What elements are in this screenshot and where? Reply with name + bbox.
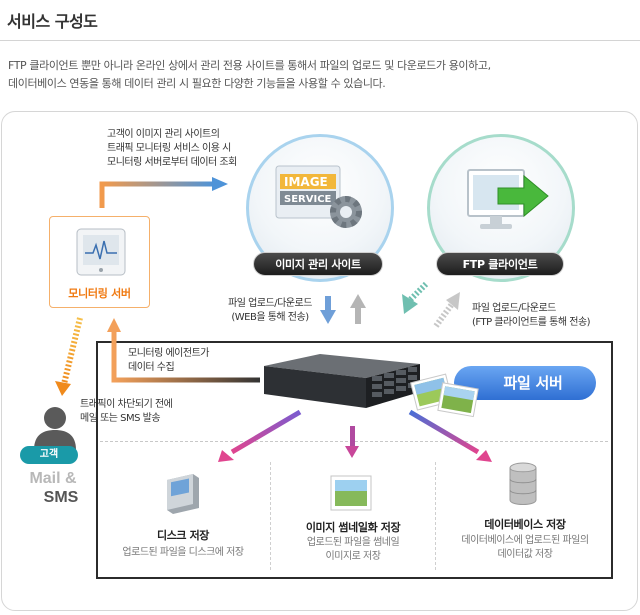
agent-collect-line-2: 데이터 수집 [128, 362, 175, 373]
green-arrow-icon [497, 174, 549, 218]
traffic-query-line-2: 트래픽 모니터링 서비스 이용 시 [107, 143, 231, 154]
feature-disk-title: 디스크 저장 [156, 529, 210, 542]
feature-disk-desc: 업로드된 파일을 디스크에 저장 [108, 546, 258, 560]
title-divider [0, 40, 640, 41]
server-rack-icon [264, 354, 420, 408]
traffic-query-line-1: 고객이 이미지 관리 사이트의 [107, 129, 220, 140]
image-logo-line2: SERVICE [284, 194, 332, 205]
monitoring-server-box: 모니터링 서버 [49, 216, 150, 308]
query-arrow [99, 181, 214, 208]
ftp-upload-line-2: (FTP 클라이언트를 통해 전송) [472, 317, 591, 328]
photo-icon [410, 373, 479, 418]
web-upload-note: 파일 업로드/다운로드 (WEB을 통해 전송) [220, 297, 320, 325]
thumbnail-arrow [350, 426, 355, 448]
page-title: 서비스 구성도 [7, 12, 98, 31]
ftp-upload-note: 파일 업로드/다운로드 (FTP 클라이언트를 통해 전송) [472, 302, 591, 330]
feature-separator-2 [435, 462, 436, 570]
image-site-label[interactable]: 이미지 관리 사이트 [253, 252, 383, 276]
feature-database-title: 데이터베이스 저장 [484, 518, 566, 531]
agent-collect-line-1: 모니터링 에이전트가 [128, 348, 209, 359]
feature-thumbnail-title: 이미지 썸네일화 저장 [305, 521, 401, 534]
feature-thumbnail-desc-line-1: 업로드된 파일을 썸네일 [306, 537, 400, 548]
customer-badge: 고객 [20, 446, 78, 464]
sms-label: SMS [43, 489, 79, 506]
alert-note: 트래픽이 차단되기 전에 메일 또는 SMS 발송 [80, 398, 173, 426]
monitoring-server-label: 모니터링 서버 [68, 287, 131, 300]
monitor-icon [76, 228, 126, 276]
thumbnail-icon [330, 475, 372, 511]
agent-arrow [111, 330, 260, 383]
database-icon [509, 462, 537, 505]
ftp-up-arrow [433, 302, 455, 328]
feature-database-desc: 데이터베이스에 업로드된 파일의 데이터값 저장 [452, 534, 598, 562]
person-icon [34, 407, 76, 450]
image-service-icon: IMAGE SERVICE [275, 165, 362, 228]
web-down-arrow [325, 296, 331, 312]
traffic-query-line-3: 모니터링 서버로부터 데이터 조회 [107, 157, 237, 168]
feature-database-desc-line-1: 데이터베이스에 업로드된 파일의 [461, 535, 589, 546]
database-arrow [408, 409, 480, 455]
feature-thumbnail-desc-line-2: 이미지로 저장 [325, 551, 381, 562]
alert-arrow [61, 317, 83, 385]
ftp-monitor-icon [467, 169, 549, 229]
file-server-label[interactable]: 파일 서버 [454, 366, 596, 400]
web-upload-line-1: 파일 업로드/다운로드 [228, 298, 312, 309]
alert-line-2: 메일 또는 SMS 발송 [80, 413, 161, 424]
disk-icon [167, 474, 199, 514]
ftp-client-label[interactable]: FTP 클라이언트 [436, 252, 564, 276]
alert-line-1: 트래픽이 차단되기 전에 [80, 399, 173, 410]
gear-icon [330, 196, 362, 228]
traffic-query-note: 고객이 이미지 관리 사이트의 트래픽 모니터링 서비스 이용 시 모니터링 서… [107, 128, 237, 170]
mail-label: Mail & [29, 470, 77, 487]
feature-thumbnail-desc: 업로드된 파일을 썸네일 이미지로 저장 [286, 536, 420, 564]
ftp-upload-line-1: 파일 업로드/다운로드 [472, 303, 556, 314]
image-logo-line1: IMAGE [284, 175, 328, 189]
web-upload-line-2: (WEB을 통해 전송) [231, 312, 309, 323]
web-up-arrow [355, 306, 361, 324]
intro-text: FTP 클라이언트 뿐만 아니라 온라인 상에서 관리 전용 사이트를 통해서 … [8, 57, 491, 93]
feature-disk-desc-line-1: 업로드된 파일을 디스크에 저장 [122, 547, 244, 558]
agent-collect-note: 모니터링 에이전트가 데이터 수집 [128, 347, 209, 375]
feature-separator-1 [270, 462, 271, 570]
intro-line-1: FTP 클라이언트 뿐만 아니라 온라인 상에서 관리 전용 사이트를 통해서 … [8, 59, 491, 72]
intro-line-2: 데이터베이스 연동을 통해 데이터 관리 시 필요한 다양한 기능들을 사용할 … [8, 77, 386, 90]
feature-database-desc-line-2: 데이터값 저장 [497, 549, 553, 560]
disk-arrow [230, 409, 302, 455]
ftp-down-arrow [407, 281, 429, 303]
